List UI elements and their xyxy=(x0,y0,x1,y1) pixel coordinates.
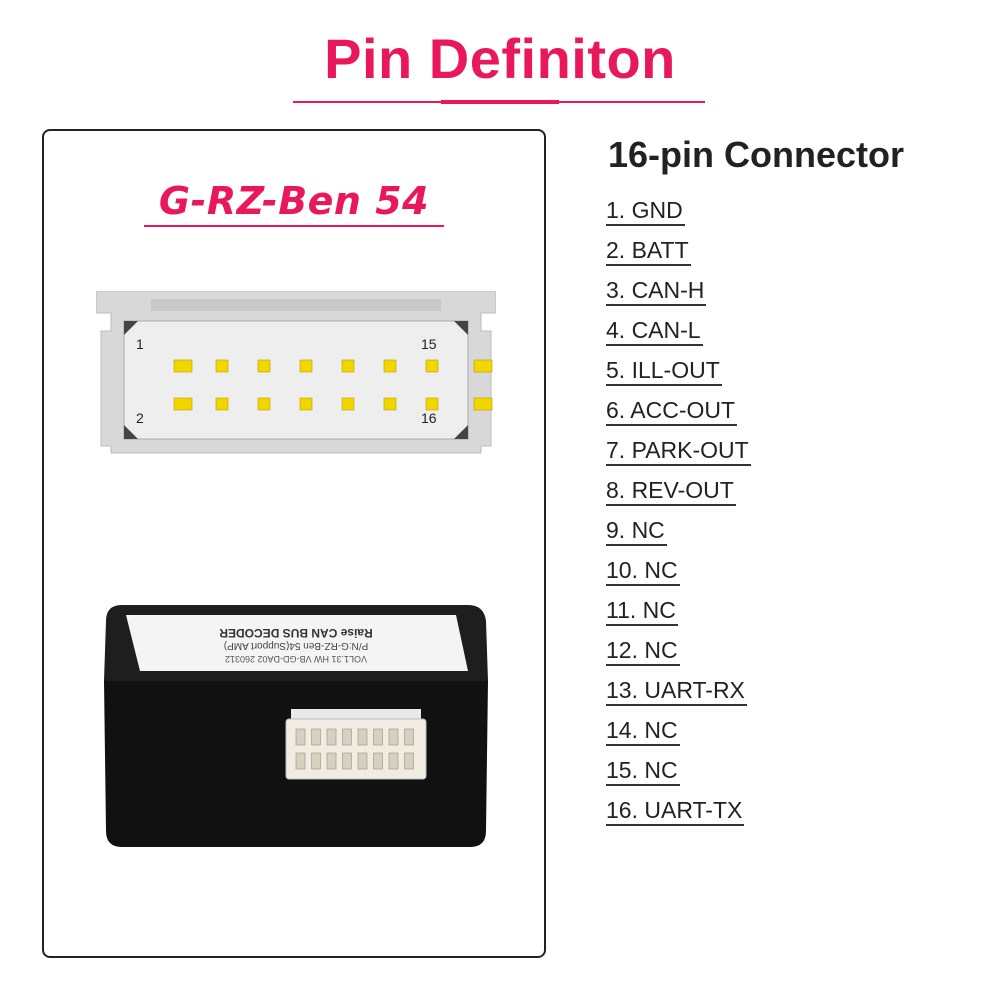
socket-pin xyxy=(404,728,414,746)
connector-latch xyxy=(151,299,441,311)
socket-pin xyxy=(311,752,321,770)
pin-definition-text: 13. UART-RX xyxy=(606,676,747,706)
connector-pin xyxy=(341,359,355,373)
socket-pin xyxy=(373,728,383,746)
pin-list-heading: 16-pin Connector xyxy=(608,134,905,175)
decoder-socket-shroud xyxy=(291,709,421,719)
connector-pin xyxy=(173,359,193,373)
pin-definition-text: 15. NC xyxy=(606,756,680,786)
pin-label-top-right: 15 xyxy=(421,336,437,352)
connector-notch-left-bottom xyxy=(124,425,138,439)
pin-definition-item: 1. GND xyxy=(606,196,751,236)
pin-definition-item: 14. NC xyxy=(606,716,751,756)
connector-pin xyxy=(341,397,355,411)
socket-pin xyxy=(295,728,306,746)
socket-pin xyxy=(357,752,368,770)
decoder-label-sticker xyxy=(126,615,468,671)
connector-pin xyxy=(257,397,271,411)
decoder-box-illustration: Raise CAN BUS DECODER P/N:G-RZ-Ben 54(Su… xyxy=(104,605,488,847)
pin-definition-item: 4. CAN-L xyxy=(606,316,751,356)
device-panel: G-RZ-Ben 54 1 15 2 16 Raise CAN BUS DECO… xyxy=(42,129,546,958)
decoder-label-line-3: VOL1.31 HW VB-GD-DA02 260312 xyxy=(225,654,367,664)
pin-definition-text: 7. PARK-OUT xyxy=(606,436,751,466)
pin-label-bottom-left: 2 xyxy=(136,410,144,426)
connector-pin xyxy=(473,397,493,411)
socket-pin xyxy=(373,752,383,770)
pin-definition-item: 2. BATT xyxy=(606,236,751,276)
connector-pin xyxy=(425,397,439,411)
title-rule-accent xyxy=(441,100,559,104)
pin-definition-text: 11. NC xyxy=(606,596,678,626)
pin-definition-item: 9. NC xyxy=(606,516,751,556)
pin-label-bottom-right: 16 xyxy=(421,410,437,426)
connector-pin xyxy=(299,397,313,411)
page-title: Pin Definiton xyxy=(324,27,676,90)
connector-pin xyxy=(257,359,271,373)
connector-pin xyxy=(383,397,397,411)
pin-definition-text: 6. ACC-OUT xyxy=(606,396,738,426)
pin-definition-text: 9. NC xyxy=(606,516,667,546)
socket-pin xyxy=(342,752,352,770)
connector-pin xyxy=(425,359,439,373)
pin-definition-text: 4. CAN-L xyxy=(606,316,703,346)
connector-cavity xyxy=(123,320,469,440)
pin-definition-item: 6. ACC-OUT xyxy=(606,396,751,436)
pin-definition-item: 15. NC xyxy=(606,756,751,796)
pin-definition-text: 1. GND xyxy=(606,196,685,226)
connector-pin xyxy=(383,359,397,373)
socket-pin xyxy=(388,728,399,746)
connector-pin xyxy=(215,397,229,411)
pin-definition-item: 16. UART-TX xyxy=(606,796,751,836)
pin-definition-item: 12. NC xyxy=(606,636,751,676)
pin-definition-item: 10. NC xyxy=(606,556,751,596)
connector-diagram: 1 15 2 16 xyxy=(96,291,496,454)
connector-notch-right xyxy=(454,321,468,335)
socket-pin xyxy=(326,752,337,770)
pin-definition-text: 8. REV-OUT xyxy=(606,476,736,506)
socket-pin xyxy=(311,728,321,746)
socket-pin xyxy=(326,728,337,746)
pin-definition-text: 12. NC xyxy=(606,636,680,666)
model-name: G-RZ-Ben 54 xyxy=(158,179,430,223)
pin-definition-text: 5. ILL-OUT xyxy=(606,356,722,386)
socket-pin xyxy=(388,752,399,770)
pin-definition-item: 13. UART-RX xyxy=(606,676,751,716)
pin-definition-text: 2. BATT xyxy=(606,236,691,266)
connector-notch-right-bottom xyxy=(454,425,468,439)
pin-definition-item: 5. ILL-OUT xyxy=(606,356,751,396)
decoder-socket-housing xyxy=(285,718,427,780)
pin-definition-text: 16. UART-TX xyxy=(606,796,745,826)
model-underline xyxy=(144,225,444,227)
connector-pin xyxy=(473,359,493,373)
socket-pin xyxy=(295,752,306,770)
socket-pin xyxy=(357,728,368,746)
pin-label-top-left: 1 xyxy=(136,336,144,352)
pin-definition-text: 10. NC xyxy=(606,556,680,586)
socket-pin xyxy=(404,752,414,770)
pin-definition-item: 11. NC xyxy=(606,596,751,636)
pin-definition-item: 3. CAN-H xyxy=(606,276,751,316)
pin-definition-item: 7. PARK-OUT xyxy=(606,436,751,476)
connector-notch-left xyxy=(124,321,138,335)
pin-definition-text: 3. CAN-H xyxy=(606,276,707,306)
pin-definition-text: 14. NC xyxy=(606,716,680,746)
pin-list: 1. GND 2. BATT 3. CAN-H 4. CAN-L 5. ILL-OUT 6… xyxy=(606,196,751,836)
decoder-label-line-2: P/N:G-RZ-Ben 54(Support AMP) xyxy=(224,640,369,651)
connector-pin xyxy=(173,397,193,411)
socket-pin xyxy=(342,728,352,746)
connector-pin xyxy=(299,359,313,373)
pin-definition-item: 8. REV-OUT xyxy=(606,476,751,516)
decoder-label-line-1: Raise CAN BUS DECODER xyxy=(219,626,373,640)
connector-pin xyxy=(215,359,229,373)
